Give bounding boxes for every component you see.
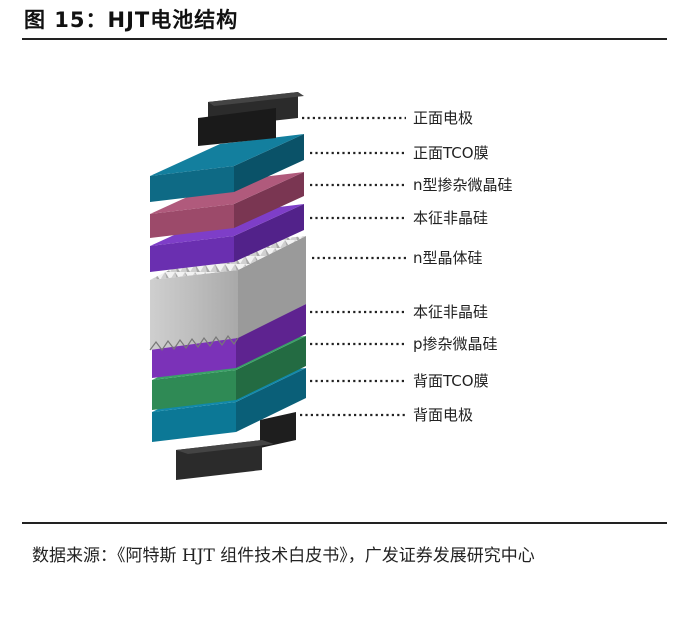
label-p-doped-si: p掺杂微晶硅 [413,335,498,353]
label-n-doped-si: n型掺杂微晶硅 [413,176,513,194]
layer-n-doped-si [150,172,304,238]
hjt-structure-diagram: 正面电极 正面TCO膜 n型掺杂微晶硅 本征非晶硅 n型晶体硅 本征非晶硅 p掺… [149,92,513,480]
layer-front-tco [150,134,304,202]
source-rule [22,522,667,524]
layer-back-electrode [176,412,296,480]
label-intrinsic-si-top: 本征非晶硅 [413,209,488,227]
label-front-tco: 正面TCO膜 [413,144,489,162]
layer-n-crystalline-si [149,236,306,352]
label-back-tco: 背面TCO膜 [413,372,489,390]
label-back-electrode: 背面电极 [413,406,473,424]
figure-title: 图 15：HJT电池结构 [24,8,239,32]
figure-source: 数据来源：《阿特斯 HJT 组件技术白皮书》，广发证券发展研究中心 [32,546,535,566]
title-rule [22,38,667,40]
layer-front-electrode [198,92,304,146]
label-front-electrode: 正面电极 [413,109,473,127]
label-n-crystalline-si: n型晶体硅 [413,249,483,267]
label-intrinsic-si-bottom: 本征非晶硅 [413,303,488,321]
